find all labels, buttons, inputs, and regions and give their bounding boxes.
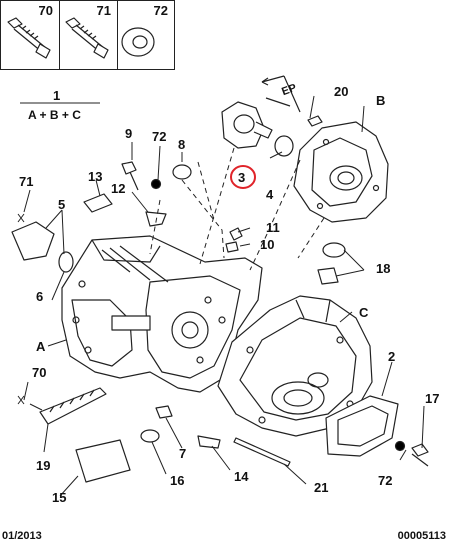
callout-2: 2 — [388, 349, 396, 364]
part-2-cover — [325, 395, 399, 457]
part-21-rod — [233, 437, 291, 467]
bolt-icon — [7, 17, 51, 59]
part-72-dot — [150, 178, 162, 190]
callout-10: 10 — [260, 237, 275, 252]
footer-reference: 00005113 — [397, 530, 446, 542]
part-4-seal — [274, 135, 294, 157]
part-7-spacer — [155, 405, 173, 419]
callout-19: 19 — [36, 458, 51, 473]
callout-70: 70 — [32, 365, 47, 380]
ref-box-70: 70 — [0, 0, 60, 70]
part-6-seal — [58, 251, 74, 273]
callout-3: 3 — [238, 170, 246, 185]
callout-21: 21 — [314, 480, 329, 495]
callout-14: 14 — [234, 469, 249, 484]
callout-3-highlight — [230, 165, 256, 189]
part-16-plug — [140, 429, 160, 443]
callout-13: 13 — [88, 169, 103, 184]
part-13-plate — [83, 193, 113, 213]
callout-72: 72 — [152, 129, 167, 144]
callout-C: C — [359, 305, 369, 320]
callout-16: 16 — [170, 473, 185, 488]
part-10-sensor — [225, 227, 243, 253]
part-9-bolt — [121, 161, 139, 191]
callout-17: 17 — [425, 391, 440, 406]
part-18-cap — [317, 267, 339, 285]
part-15-block — [75, 439, 131, 483]
gearbox-housing-a — [61, 235, 263, 393]
ref-box-71: 71 — [59, 0, 118, 70]
part-20-pin — [307, 115, 323, 127]
callout-20: 20 — [334, 84, 349, 99]
callout-18: 18 — [376, 261, 391, 276]
part-5-cover — [11, 221, 55, 261]
clutch-housing-c — [217, 295, 373, 437]
callout-4: 4 — [266, 187, 274, 202]
bolt-icon — [65, 17, 109, 59]
ref-box-71-number: 71 — [96, 3, 111, 18]
part-8-bushing — [172, 164, 192, 180]
leader-lines — [17, 95, 425, 497]
callout-9: 9 — [125, 126, 133, 141]
callout-B: B — [376, 93, 386, 108]
part-19-bracket — [39, 387, 107, 425]
assembly-formula: A + B + C — [28, 108, 81, 122]
callout-6: 6 — [36, 289, 44, 304]
part-17-bolt — [411, 443, 429, 467]
housing-b — [293, 121, 389, 223]
part-14-clip — [197, 435, 221, 449]
callout-72-lower: 72 — [378, 473, 393, 488]
part-3-flange — [221, 101, 273, 149]
callout-7: 7 — [179, 446, 187, 461]
callout-5: 5 — [58, 197, 66, 212]
callout-15: 15 — [52, 490, 67, 505]
callout-11: 11 — [266, 220, 280, 235]
assembly-number: 1 — [53, 88, 61, 103]
ref-box-70-number: 70 — [38, 3, 53, 18]
callout-12: 12 — [111, 181, 126, 196]
part-72-dot — [394, 440, 406, 452]
ref-box-72-number: 72 — [153, 3, 168, 18]
assembly-lines — [149, 147, 325, 271]
part-18-seal — [322, 242, 346, 258]
ep-dimension — [261, 75, 301, 113]
callout-A: A — [36, 339, 46, 354]
washer-icon — [121, 27, 155, 57]
callout-8: 8 — [178, 137, 186, 152]
footer-date: 01/2013 — [2, 530, 42, 542]
callout-71: 71 — [19, 174, 34, 189]
